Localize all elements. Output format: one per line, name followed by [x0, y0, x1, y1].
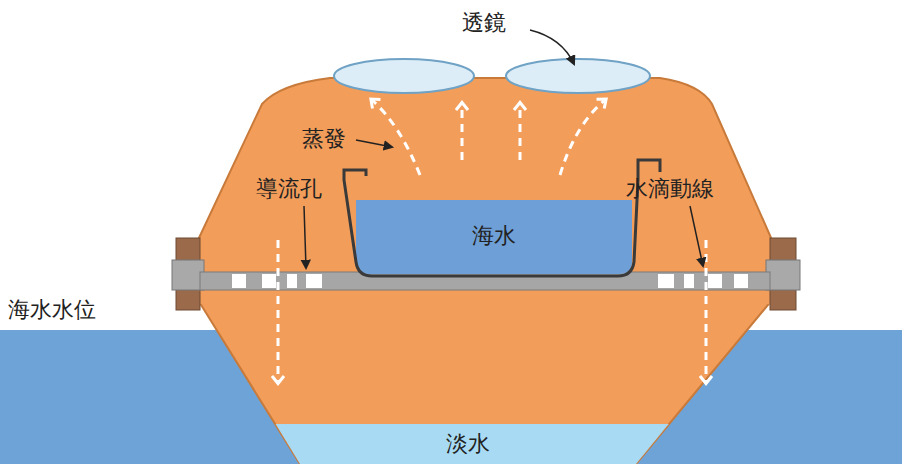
- node-label: 海水: [472, 223, 516, 249]
- part-label: 海水水位: [8, 297, 96, 323]
- tray: [344, 160, 660, 276]
- right-clamp: [766, 260, 800, 290]
- droplet-flow-arrows: [278, 240, 706, 382]
- fresh-water-band: 淡水: [300, 424, 636, 464]
- seawater-tray: 海水: [356, 200, 632, 272]
- part-label: 透鏡: [462, 10, 506, 36]
- lens: [506, 59, 650, 93]
- part-label: 水滴動線: [626, 176, 714, 202]
- lens: [334, 59, 474, 93]
- lower-shell: [198, 300, 772, 464]
- part-label: 蒸發: [302, 126, 346, 152]
- evaporation-arrows: [372, 100, 605, 175]
- seawater-in-tray: [356, 200, 632, 274]
- node-label: 淡水: [446, 431, 490, 457]
- part-label: 導流孔: [256, 176, 322, 202]
- left-clamp: [172, 260, 204, 290]
- leader-lines: [304, 30, 703, 268]
- fresh-water: [200, 424, 770, 464]
